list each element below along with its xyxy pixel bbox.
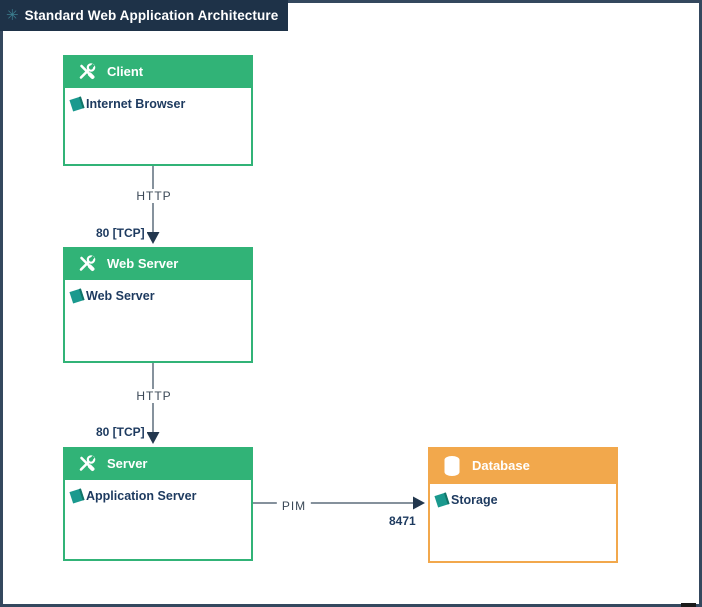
component-icon [69,288,85,304]
component-label: Storage [451,493,498,507]
node-title: Database [472,458,530,473]
scroll-mark [681,603,696,607]
component-label: Web Server [86,289,155,303]
node-server[interactable]: Server Application Server [63,447,253,561]
database-cylinder-icon [444,455,460,476]
edge-protocol-label[interactable]: HTTP [131,389,177,403]
node-title: Web Server [107,256,179,271]
component-item[interactable]: Web Server [69,288,245,304]
component-item[interactable]: Storage [434,492,610,508]
tools-icon [79,254,96,271]
node-client-body: Internet Browser [63,88,253,166]
edge-protocol-label[interactable]: HTTP [131,189,177,203]
node-database-header: Database [428,447,618,484]
component-icon [69,96,85,112]
component-label: Application Server [86,489,197,503]
node-title: Client [107,64,144,79]
node-client[interactable]: Client Internet Browser [63,55,253,166]
component-icon [69,488,85,504]
node-web-server[interactable]: Web Server Web Server [63,247,253,363]
node-database-body: Storage [428,484,618,563]
edge-port-label: 80 [TCP] [94,226,147,240]
model-asterisk-icon: ✳ [6,7,19,24]
component-icon [434,492,450,508]
component-item[interactable]: Internet Browser [69,96,245,112]
edge-port-label: 8471 [387,514,418,528]
edge-port-label: 80 [TCP] [94,425,147,439]
node-web-server-header: Web Server [63,247,253,280]
diagram-title-bar: ✳ Standard Web Application Architecture [0,0,288,31]
component-label: Internet Browser [86,97,186,111]
node-title: Server [107,456,148,471]
node-client-header: Client [63,55,253,88]
component-item[interactable]: Application Server [69,488,245,504]
tools-icon [79,62,96,79]
node-database[interactable]: Database Storage [428,447,618,563]
tools-icon [79,454,96,471]
edge-protocol-label[interactable]: PIM [276,499,312,513]
diagram-title: Standard Web Application Architecture [24,8,279,23]
node-server-header: Server [63,447,253,480]
node-web-server-body: Web Server [63,280,253,363]
node-server-body: Application Server [63,480,253,561]
